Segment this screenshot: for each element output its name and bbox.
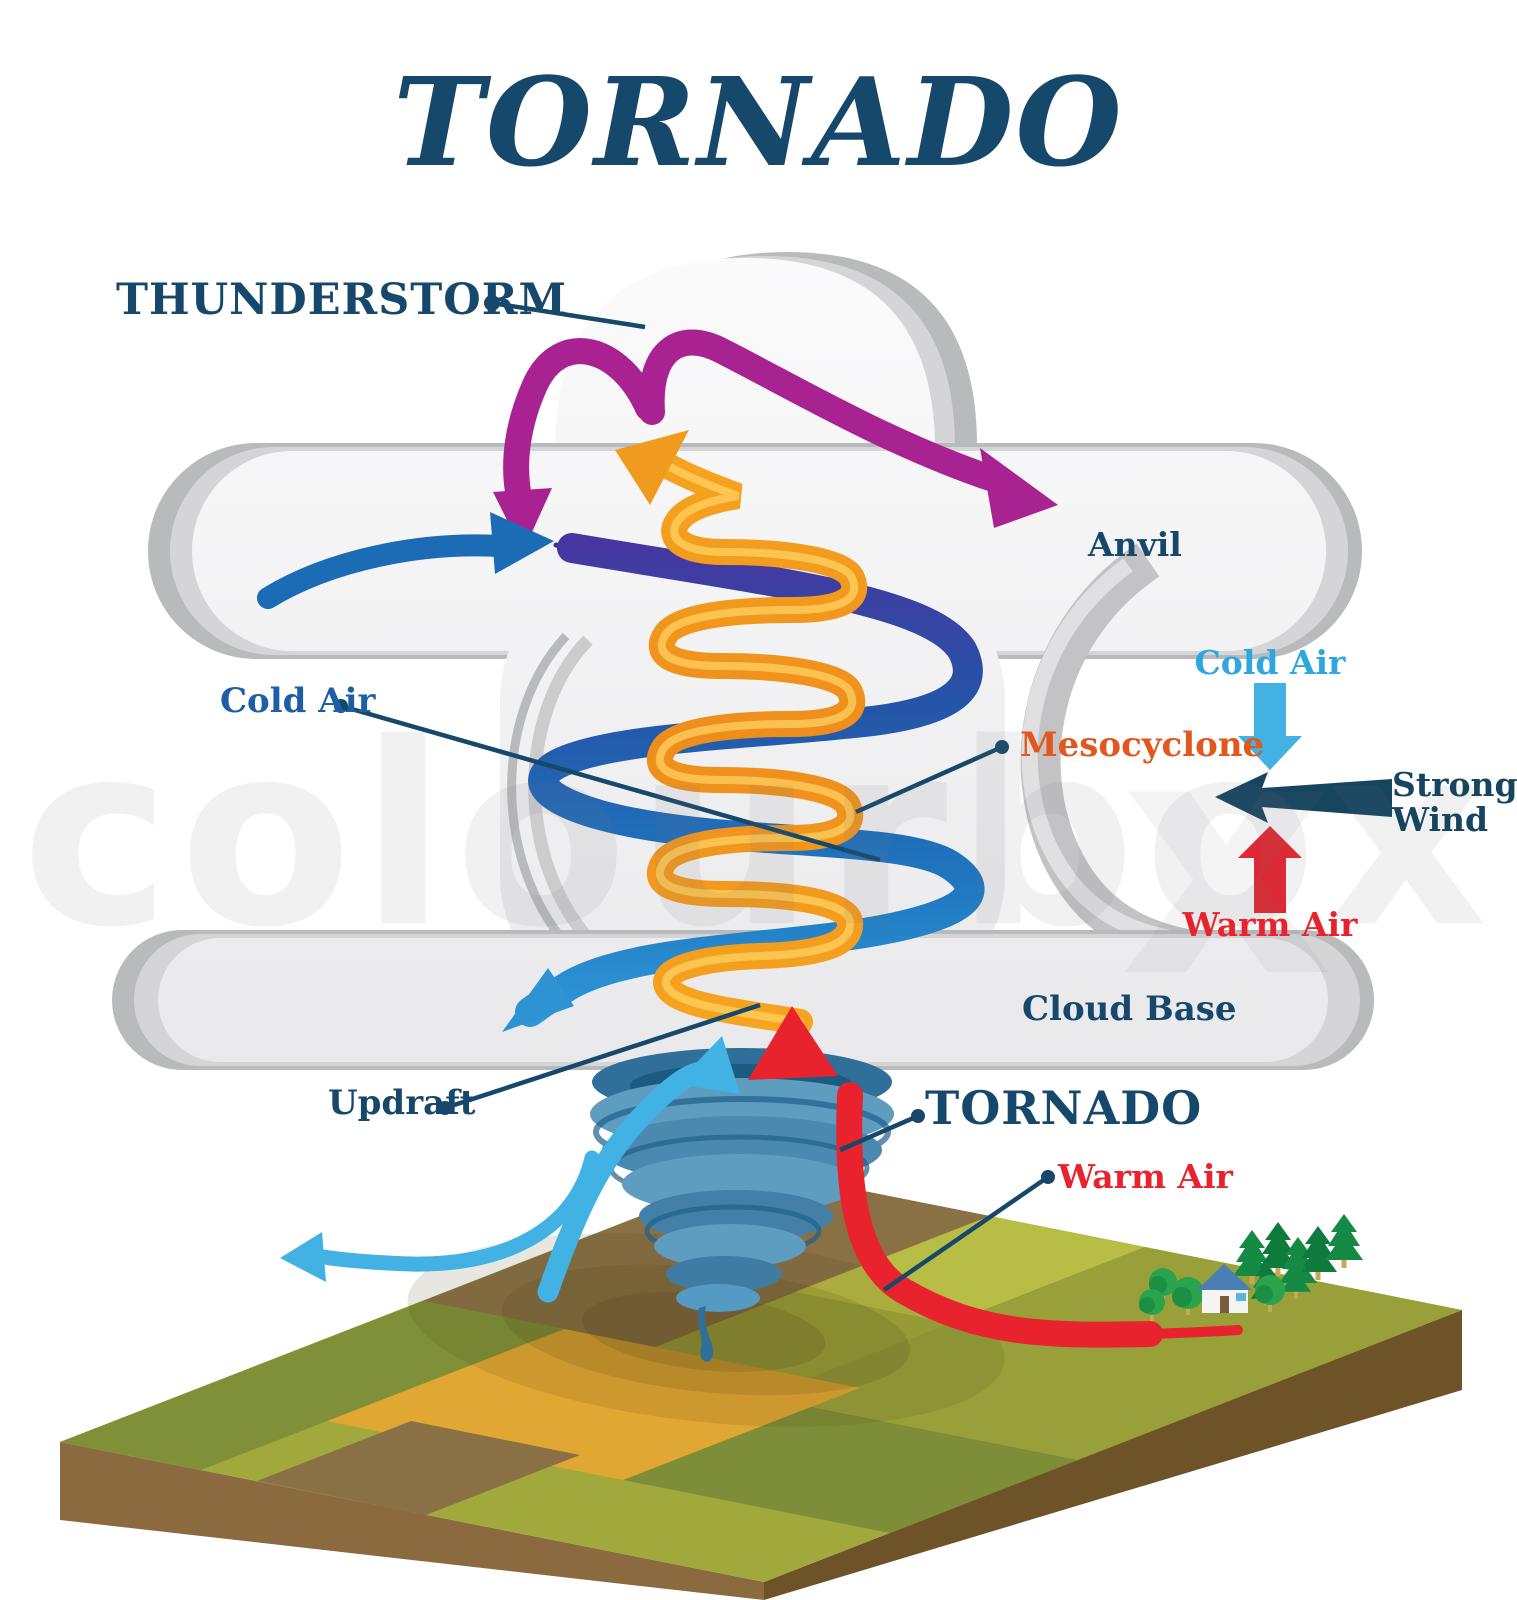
purple-down-arrowhead [493,488,552,552]
updraft-arrow [537,1036,740,1303]
label-updraft: Updraft [328,1083,476,1123]
legend-strong-wind-arrow [1215,772,1392,823]
house-window [1236,1293,1246,1301]
legend-cold-air-arrow [1238,683,1302,770]
ribbon-arrowhead [502,968,574,1032]
label-anvil: Anvil [1088,525,1182,564]
tornado-funnel [590,1048,894,1362]
label-tornado: TORNADO [925,1081,1203,1135]
label-cloud-base: Cloud Base [1022,989,1237,1029]
legend-warm-air-arrow [1238,826,1302,913]
label-warm-air: Warm Air [1058,1157,1233,1196]
legend-label-warm-air: Warm Air [1182,905,1358,944]
leader-lines [334,295,1055,1292]
spiral-arrowhead [615,430,689,505]
warm-air-arrowhead [748,1006,838,1080]
legend-label-strong-wind: Strong Wind [1392,765,1517,839]
house [1197,1264,1252,1313]
house-door [1220,1296,1229,1313]
label-cold-air: Cold Air [220,681,376,721]
purple-right-arrowhead [980,448,1058,528]
label-thunderstorm: THUNDERSTORM [116,275,568,325]
warm-air-arrow [748,1006,1243,1348]
legend-label-cold-air: Cold Air [1194,643,1346,682]
blue-arrowhead [490,512,554,574]
page-title: TORNADO [393,50,1124,194]
house-roof [1197,1264,1252,1290]
outflow-arrow [280,1150,600,1282]
mesocyclone-spiral [615,430,868,1035]
storm-top-circulation-arrows [493,329,1058,552]
round-trees [1139,1268,1285,1322]
label-mesocyclone: Mesocyclone [1020,725,1265,765]
funnel-tip [697,1306,714,1362]
updraft-arrowhead [676,1036,740,1094]
outflow-arrowhead [280,1232,326,1282]
